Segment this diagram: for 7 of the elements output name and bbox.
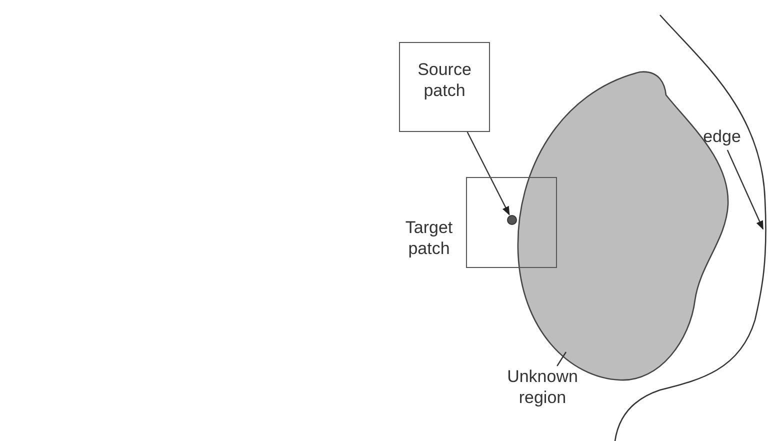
patch-box: Source patch bbox=[399, 42, 490, 132]
leader-line bbox=[556, 352, 566, 366]
region-label: Unknown region bbox=[490, 366, 595, 412]
arrow bbox=[466, 132, 510, 216]
edge-label: edge bbox=[694, 126, 750, 150]
patch-label: Target patch bbox=[404, 217, 454, 259]
arrow bbox=[726, 150, 764, 230]
